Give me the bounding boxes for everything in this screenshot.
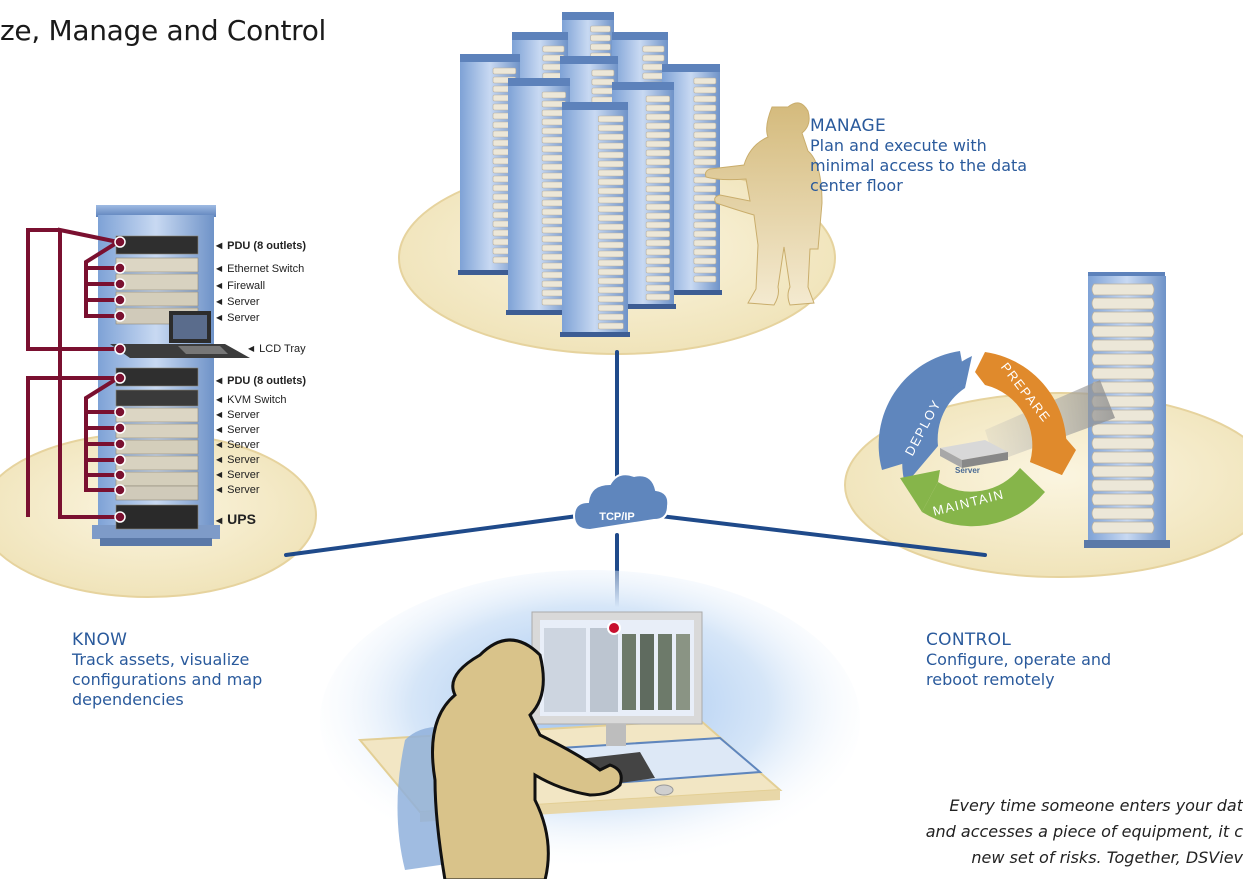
tall-rack-unit	[1091, 507, 1155, 520]
rack-unit	[115, 471, 199, 487]
rack-label-ethernet-switch: Ethernet Switch	[216, 263, 304, 275]
server-tower	[506, 78, 572, 315]
rack-unit	[115, 423, 199, 439]
rack-unit	[115, 407, 199, 423]
rack-label-pdu: PDU (8 outlets)	[216, 375, 306, 387]
cable-connector	[114, 262, 126, 274]
cycle-center-label: Server	[955, 466, 980, 475]
tall-rack-unit	[1091, 451, 1155, 464]
server-cluster	[458, 12, 722, 337]
server-tower	[560, 102, 630, 337]
rack-label-server: Server	[216, 296, 259, 308]
tall-rack-icon	[1084, 272, 1170, 548]
tall-rack-unit	[1091, 423, 1155, 436]
rack-icon	[92, 205, 250, 546]
rack-unit	[115, 235, 199, 255]
cable-connector	[114, 372, 126, 384]
lcd-tray-monitor	[110, 311, 250, 358]
cable-connector	[114, 278, 126, 290]
cable-connector	[114, 438, 126, 450]
rack-unit	[115, 455, 199, 471]
rack-unit	[115, 389, 199, 407]
cable-connector	[114, 294, 126, 306]
rack-label-pdu: PDU (8 outlets)	[216, 240, 306, 252]
cable-connector	[114, 236, 126, 248]
manage-section: MANAGE Plan and execute with minimal acc…	[810, 116, 1027, 196]
person-icon	[705, 102, 823, 306]
rack-unit	[115, 273, 199, 291]
rack-unit	[115, 257, 199, 273]
cable-connector	[114, 469, 126, 481]
tall-rack-unit	[1091, 493, 1155, 506]
know-desc-line: dependencies	[72, 690, 184, 709]
control-heading: CONTROL	[926, 630, 1012, 650]
cable-connector	[114, 484, 126, 496]
quote-line: and accesses a piece of equipment, it c	[925, 822, 1243, 841]
know-heading: KNOW	[72, 630, 128, 650]
cycle-arrow-icon	[878, 351, 1076, 527]
cable-connector	[114, 422, 126, 434]
cable-connector	[114, 454, 126, 466]
mouse-icon	[654, 784, 674, 796]
manage-desc-line: center floor	[810, 176, 903, 195]
monitor-icon	[531, 611, 703, 746]
power-cables	[26, 227, 120, 519]
control-desc-line: Configure, operate and	[926, 650, 1112, 669]
tall-rack-unit	[1091, 353, 1155, 366]
cable-connector	[114, 406, 126, 418]
manage-desc-line: Plan and execute with	[810, 136, 987, 155]
cable-connectors	[114, 236, 126, 523]
page-title: ze, Manage and Control	[0, 14, 327, 47]
control-section: CONTROL Configure, operate and reboot re…	[926, 630, 1111, 690]
network-label: TCP/IP	[599, 511, 635, 523]
know-desc-line: configurations and map	[72, 670, 263, 689]
rack-label-server: Server	[216, 454, 259, 466]
tall-rack-unit	[1091, 465, 1155, 478]
rack-label-server: Server	[216, 409, 259, 421]
tall-rack-unit	[1091, 367, 1155, 380]
rack-label-kvm-switch: KVM Switch	[216, 394, 286, 406]
rack-label-lcd-tray: LCD Tray	[248, 343, 305, 355]
rack-label-server: Server	[216, 312, 259, 324]
rack-label-server: Server	[216, 484, 259, 496]
know-desc-line: Track assets, visualize	[72, 650, 250, 669]
control-desc-line: reboot remotely	[926, 670, 1055, 689]
tall-rack-unit	[1091, 521, 1155, 534]
rack-label-ups: UPS	[216, 512, 256, 528]
tall-rack-unit	[1091, 325, 1155, 338]
cable-connector	[114, 343, 126, 355]
rack-unit	[115, 439, 199, 455]
manage-heading: MANAGE	[810, 116, 887, 136]
quote-line: new set of risks. Together, DSViev	[971, 848, 1243, 867]
rack-unit	[115, 485, 199, 501]
tall-rack-unit	[1091, 339, 1155, 352]
rack-unit	[115, 367, 199, 387]
tall-rack-unit	[1091, 479, 1155, 492]
rack-label-firewall: Firewall	[216, 280, 265, 292]
tall-rack-unit	[1091, 311, 1155, 324]
tall-rack-unit	[1091, 283, 1155, 296]
quote-line: Every time someone enters your dat	[949, 796, 1243, 815]
tall-rack-unit	[1091, 437, 1155, 450]
manage-desc-line: minimal access to the data	[810, 156, 1028, 175]
rack-label-server: Server	[216, 469, 259, 481]
cable-connector	[114, 511, 126, 523]
rack-unit	[115, 504, 199, 530]
rack-label-server: Server	[216, 439, 259, 451]
operator-figure	[431, 638, 623, 879]
know-section: KNOW Track assets, visualize configurati…	[72, 630, 262, 710]
tall-rack-unit	[1091, 297, 1155, 310]
rack-unit	[115, 291, 199, 307]
cloud-icon	[572, 473, 670, 532]
cable-connector	[114, 310, 126, 322]
rack-label-server: Server	[216, 424, 259, 436]
